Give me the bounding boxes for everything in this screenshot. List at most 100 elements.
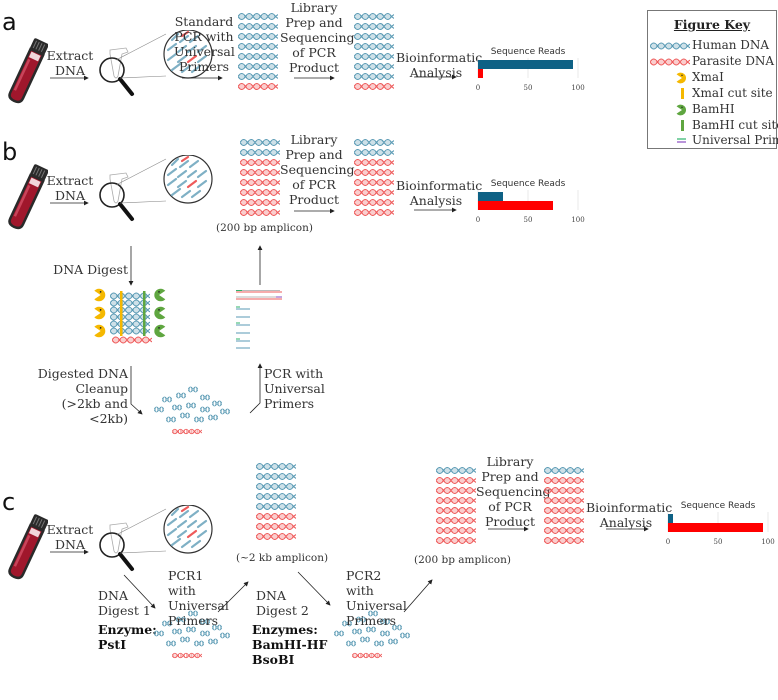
human-reads-bar [668,514,673,523]
digest2-label: DNA Digest 2 [256,588,316,618]
label-line: DNA [55,188,85,203]
parasite-reads-bar [478,69,483,78]
key-label: BamHI cut site [692,118,778,132]
pcr-universal-label-b: PCR with Universal Primers [264,366,325,411]
label-line: Enzymes: [252,622,318,637]
label-line: Product [485,514,535,529]
human-reads-bar [478,192,503,201]
label-line: Product [289,60,339,75]
label-line: of PCR [292,177,336,192]
bamhi-cut-site-icon [681,120,684,131]
label-line: of PCR [292,45,336,60]
label-line: Sequencing [280,162,355,177]
enzyme1-label: Enzyme: PstI [98,622,158,652]
label-line: Sequencing [476,484,551,499]
x-tick-label: 0 [476,216,480,224]
extract-dna-label-b: Extract DNA [46,173,94,203]
extract-dna-label-c: Extract DNA [46,522,94,552]
label-line: Universal [174,44,235,59]
universal-primers-icon [677,138,686,143]
label-line: PstI [98,637,127,652]
label-line: Bioinformatic [396,50,483,65]
label-line: of PCR [488,499,532,514]
x-tick-label: 50 [714,538,723,546]
label-line: Primers [168,613,219,628]
library-prep-label-a: Library Prep and Sequencing of PCR Produ… [280,0,355,75]
label-line: Bioinformatic [586,500,673,515]
label-line: Digest 2 [256,603,309,618]
pcr2-label: PCR2 with Universal Primers [346,568,410,628]
x-tick-label: 50 [524,84,533,92]
label-line: Extract [46,48,94,63]
key-label: Universal Primers [692,133,778,147]
label-line: Primers [346,613,397,628]
label-line: Analysis [409,193,463,208]
xmai-cut-site-icon [120,291,123,336]
amplicon-label-b: (200 bp amplicon) [216,222,313,234]
cleanup-label: Digested DNA Cleanup (>2kb and <2kb) [20,366,128,426]
library-prep-label-b: Library Prep and Sequencing of PCR Produ… [280,132,355,207]
label-line: DNA [55,63,85,78]
key-label: BamHI [692,102,735,116]
label-line: Standard [174,14,234,29]
sequence-reads-chart-a: Sequence Reads 0 50 100 [476,47,585,92]
label-line: PCR1 with [168,568,204,598]
label-line: Universal [264,381,325,396]
dna-digest-label: DNA Digest [53,262,128,277]
label-line: Prep and [481,469,539,484]
figure-key-title: Figure Key [673,17,751,32]
panel-a-label: a [2,8,17,36]
label-line: Bioinformatic [396,178,483,193]
label-line: Analysis [409,65,463,80]
label-line: BamHI-HF [252,637,328,652]
x-tick-label: 0 [666,538,670,546]
primer-binding-diagram [236,290,282,349]
label-line: Library [290,132,338,147]
label-line: DNA [256,588,286,603]
label-line: DNA [55,537,85,552]
label-line: PCR2 with [346,568,382,598]
figure-key: Figure Key Human DNA Parasite DNA XmaI X… [647,10,778,149]
bioinformatic-label-c: Bioinformatic Analysis [586,500,673,530]
bioinformatic-label-b: Bioinformatic Analysis [396,178,483,208]
key-label: XmaI [692,70,724,84]
label-line: Library [290,0,338,15]
label-line: Enzyme: [98,622,157,637]
digest-enzyme-diagram [94,284,184,364]
x-tick-label: 50 [524,216,533,224]
pcr-label-a: Standard PCR with Universal Primers [174,14,235,74]
extract-dna-label-a: Extract DNA [46,48,94,78]
bamhi-cut-site-icon [143,291,146,336]
label-line: Analysis [599,515,653,530]
label-line: Extract [46,173,94,188]
label-line: PCR with [264,366,324,381]
enzyme2-label: Enzymes: BamHI-HF BsoBI [252,622,342,667]
label-line: Digest 1 [98,603,151,618]
label-line: Library [486,454,534,469]
x-tick-label: 0 [476,84,480,92]
label-line: Universal [346,598,407,613]
key-label: Parasite DNA [692,54,775,68]
label-line: PCR with [174,29,234,44]
human-reads-bar [478,60,573,69]
label-line: Primers [264,396,315,411]
panel-b-label: b [2,138,18,166]
x-tick-label: 100 [571,84,584,92]
x-tick-label: 100 [761,538,774,546]
chart-title: Sequence Reads [491,47,566,57]
pcr1-label: PCR1 with Universal Primers [168,568,232,628]
label-line: Sequencing [280,30,355,45]
amplicon2-label: (200 bp amplicon) [414,554,511,566]
